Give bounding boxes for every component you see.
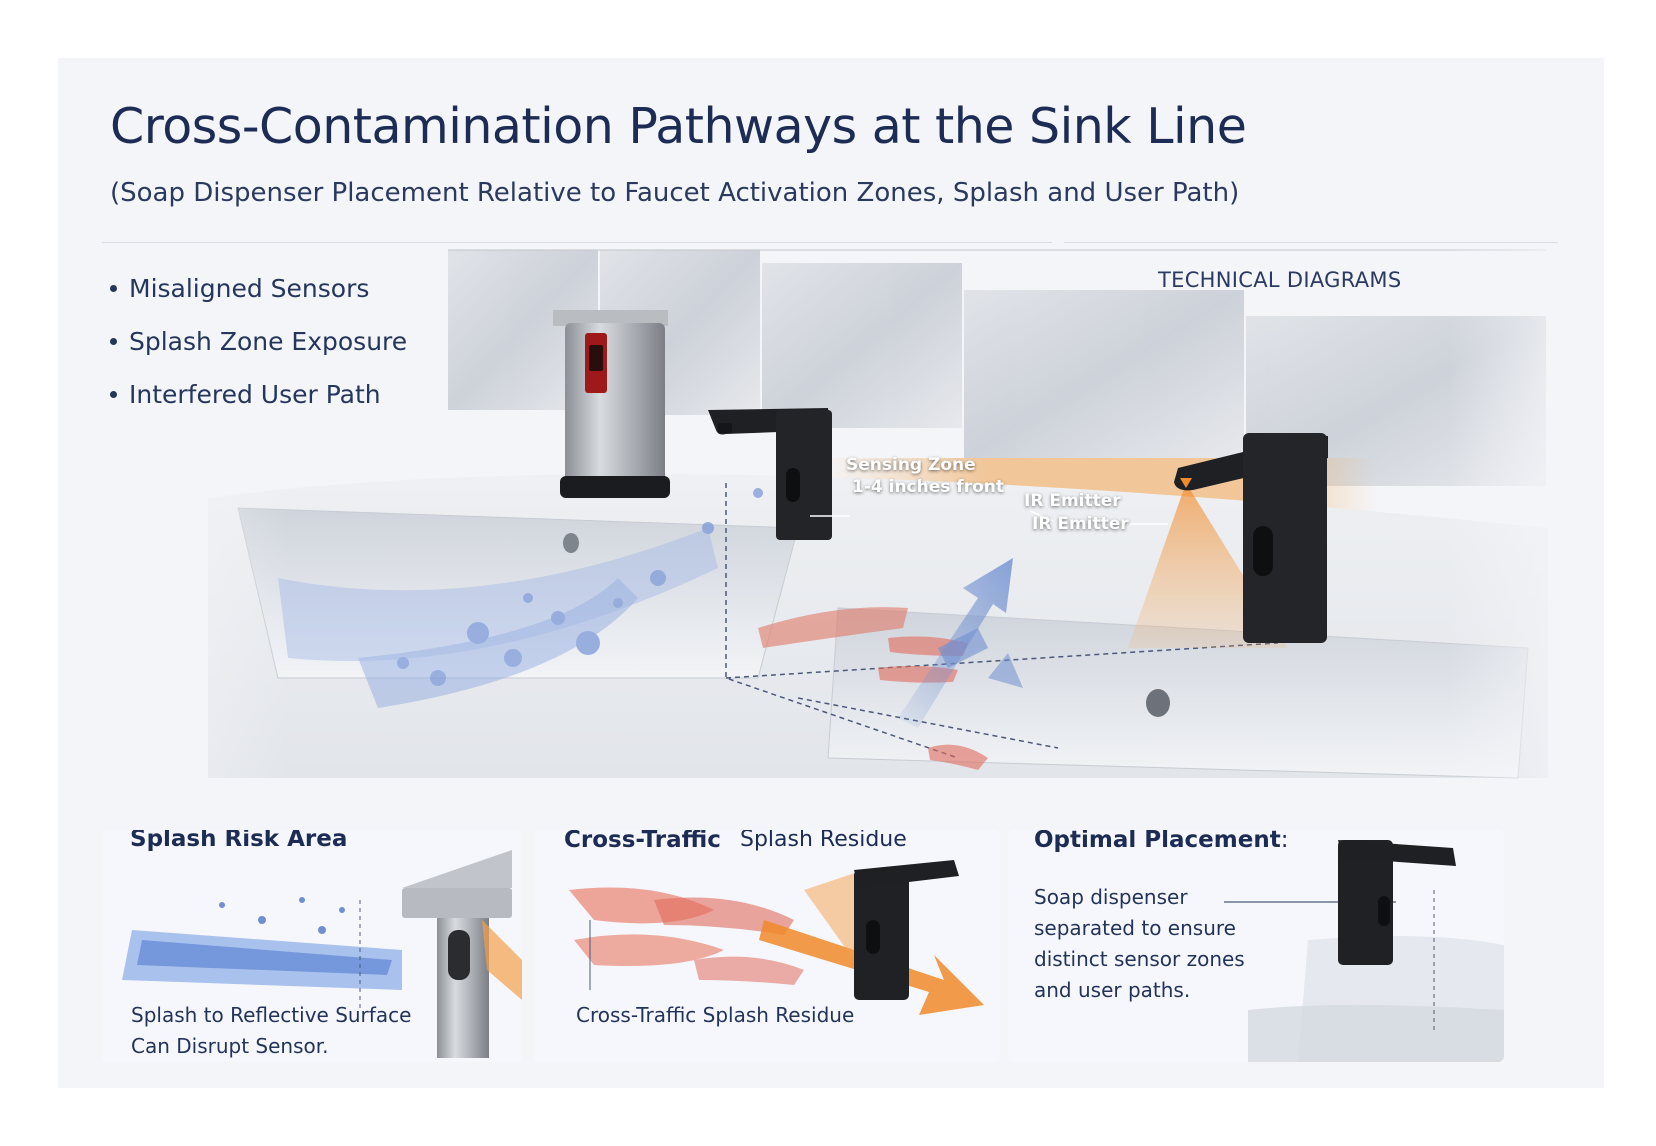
optimal-placement-description: Soap dispenser separated to ensure disti… — [1034, 885, 1245, 1002]
sensing-zone-callout: Sensing Zone 1-4 inches front — [846, 455, 1004, 497]
soap-dispenser — [553, 310, 670, 498]
divider-right — [1064, 242, 1558, 243]
bullet-dot-icon — [110, 337, 117, 345]
faucet-center — [708, 408, 832, 540]
bullet-item: Misaligned Sensors — [110, 262, 407, 315]
risk-bullet-list: Misaligned Sensors Splash Zone Exposure … — [110, 262, 407, 421]
drain-left — [563, 533, 579, 553]
divider-left — [102, 242, 1052, 243]
page-subtitle: (Soap Dispenser Placement Relative to Fa… — [110, 178, 1240, 208]
ir-emitter-callout-2: IR Emitter — [1032, 514, 1129, 534]
panel-title-splash-risk: Splash Risk Area — [130, 830, 348, 852]
cross-traffic-caption: Cross-Traffic Splash Residue — [576, 1003, 855, 1027]
page-title: Cross-Contamination Pathways at the Sink… — [110, 98, 1247, 155]
bullet-item: Interfered User Path — [110, 368, 407, 421]
water-splash-stream — [278, 488, 763, 708]
user-path-arrows — [898, 558, 1023, 728]
panel-title-suffix-splash-residue: Splash Residue — [740, 830, 907, 852]
panel-splash-risk: Splash Risk Area Splash to Reflective Su… — [102, 830, 522, 1062]
bullet-dot-icon — [110, 284, 117, 292]
callout-leaders — [810, 510, 1168, 525]
bullet-item: Splash Zone Exposure — [110, 315, 407, 368]
panel-cross-traffic: Cross-Traffic Splash Residue Cross-Traff… — [534, 830, 1000, 1062]
splash-risk-illustration — [122, 850, 522, 1058]
ir-emitter-callout-1: IR Emitter — [1024, 491, 1121, 511]
sensing-zone-outline — [725, 483, 1279, 759]
splash-risk-caption: Splash to Reflective Surface Can Disrupt… — [131, 1003, 412, 1058]
bullet-dot-icon — [110, 390, 117, 398]
optimal-placement-illustration — [1224, 840, 1504, 1062]
technical-diagrams-label: TECHNICAL DIAGRAMS — [1158, 268, 1402, 292]
sink-scene — [58, 238, 1604, 838]
drain-right — [1146, 689, 1170, 717]
panel-optimal-placement: Optimal Placement: Soap dispenser separa… — [1008, 830, 1504, 1062]
panel-title-optimal: Optimal Placement: — [1034, 830, 1289, 853]
cross-traffic-illustration — [569, 860, 984, 1015]
infographic-card: Cross-Contamination Pathways at the Sink… — [58, 58, 1604, 1088]
panel-title-cross-traffic: Cross-Traffic — [564, 830, 721, 853]
faucet-right — [1128, 433, 1328, 648]
